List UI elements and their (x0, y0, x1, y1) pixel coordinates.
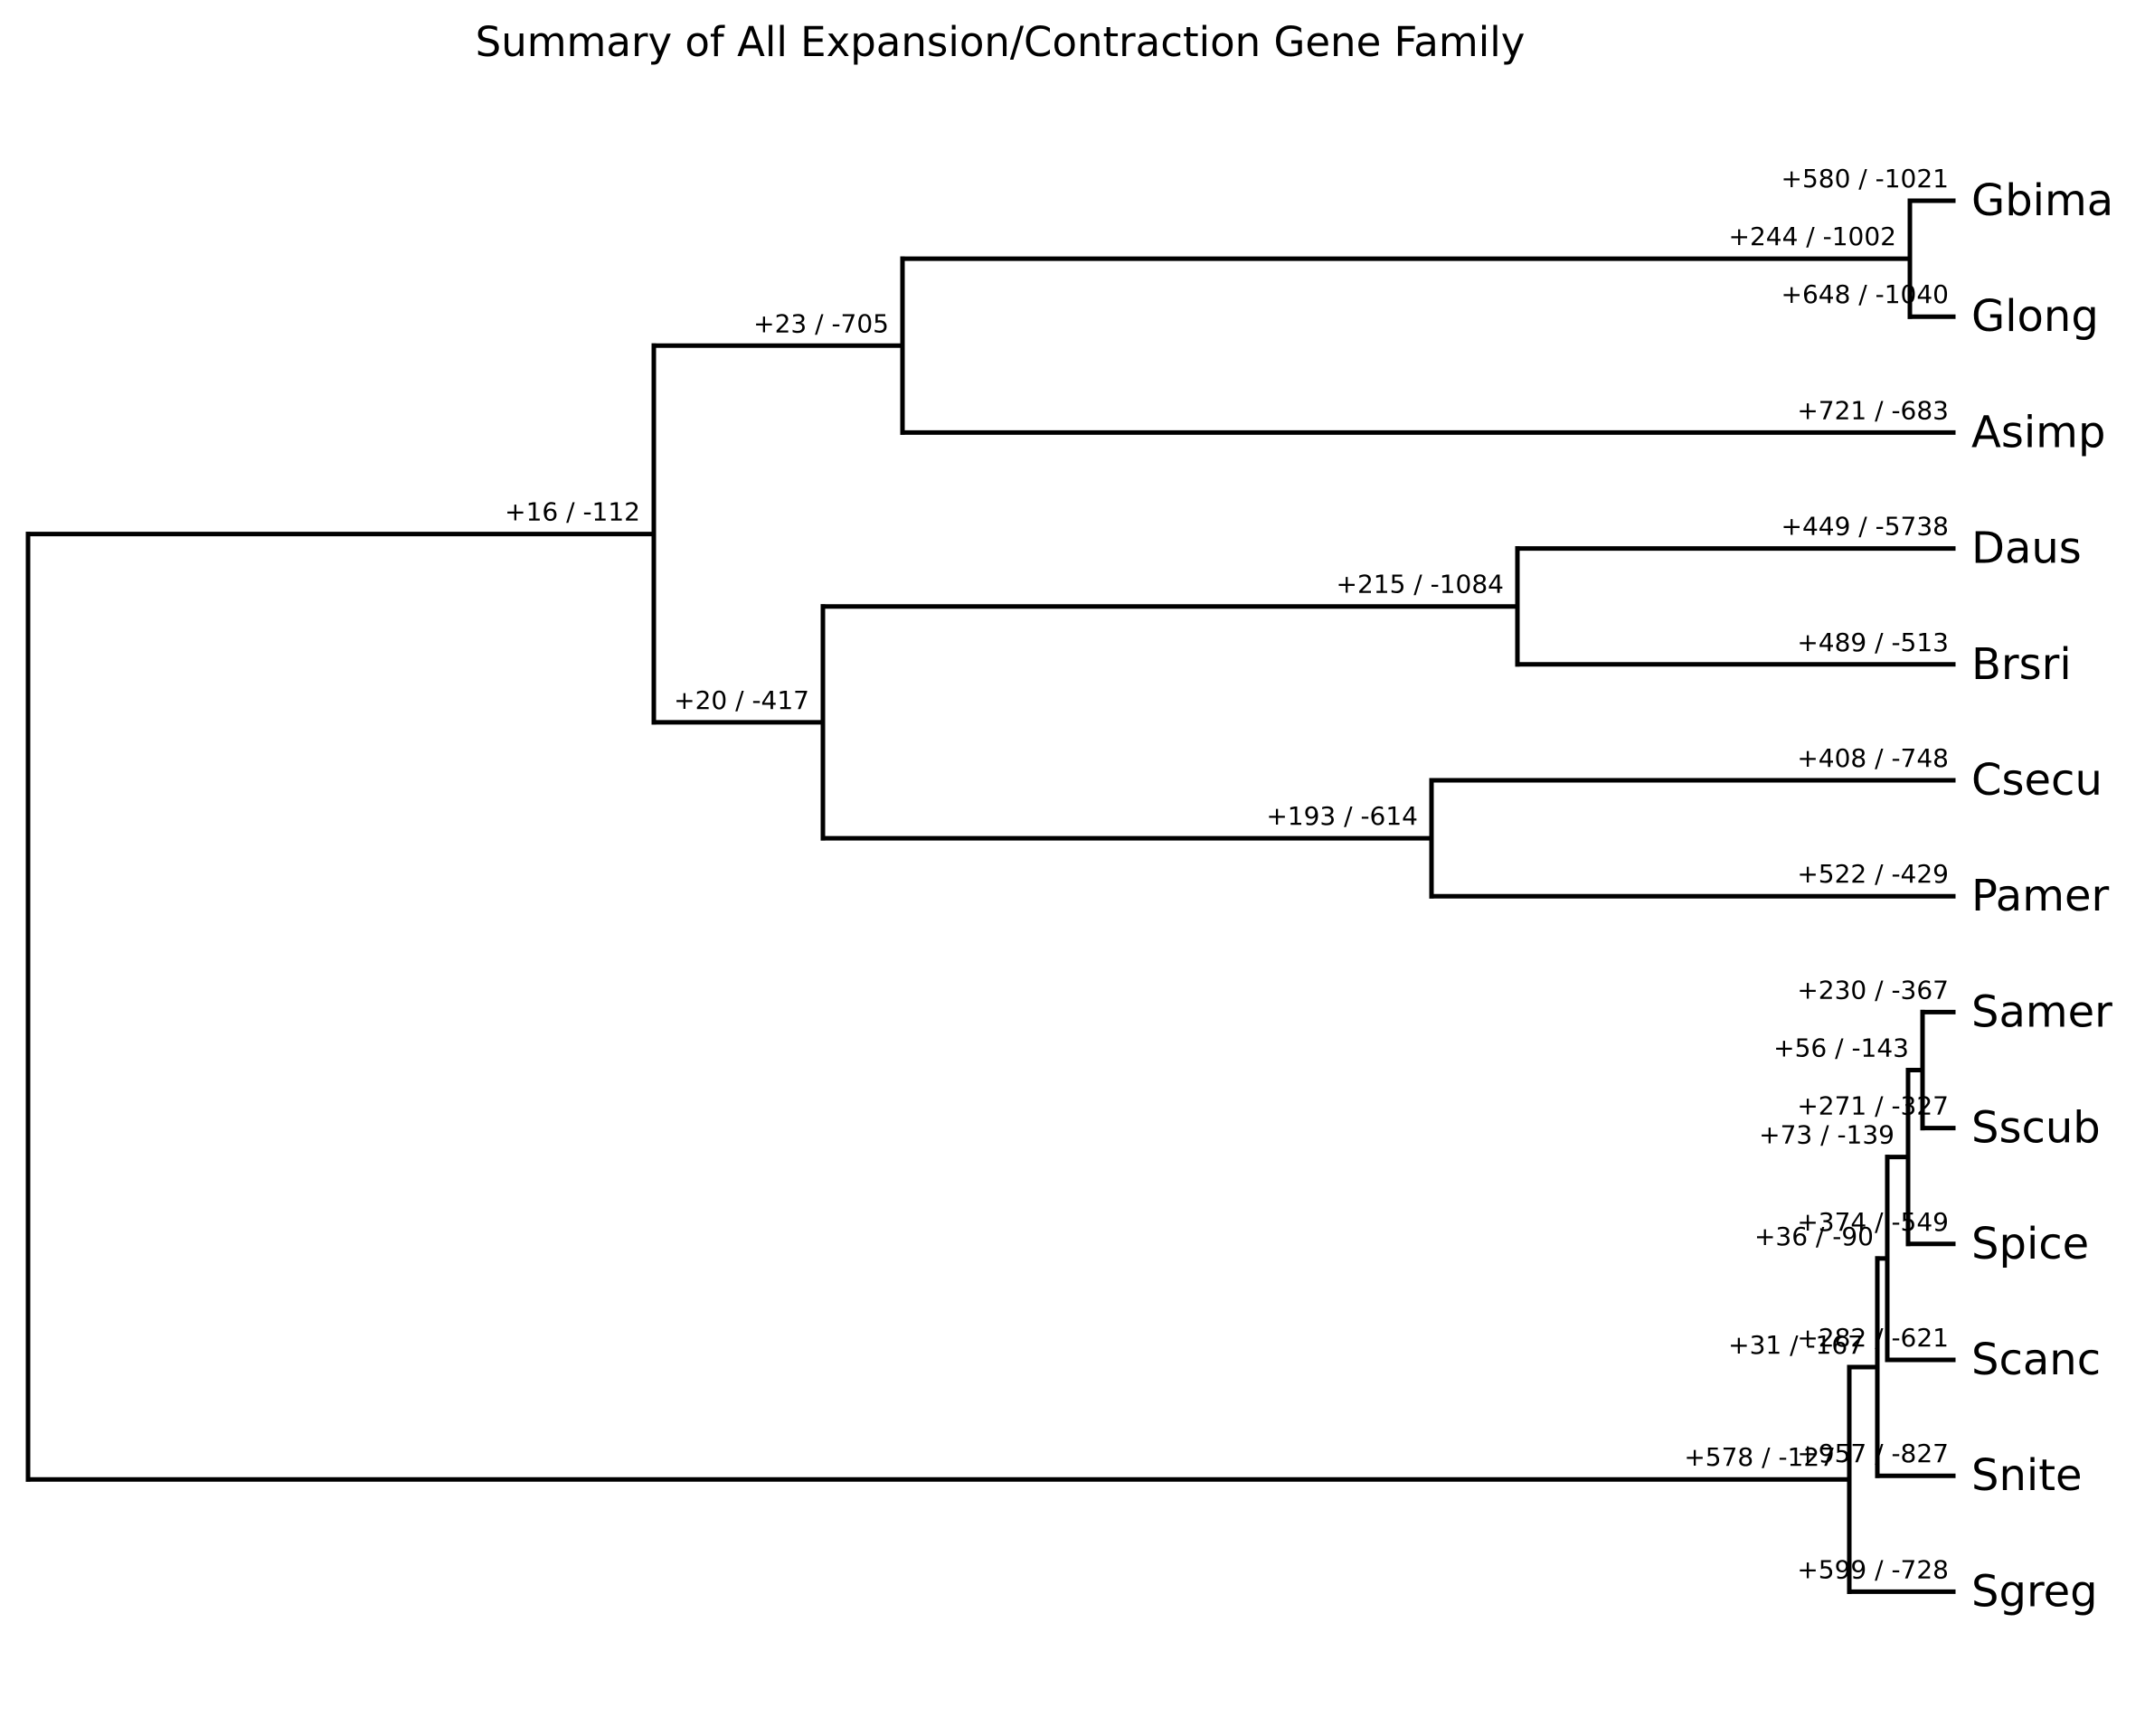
branch-label: +599 / -728 (1797, 1554, 1949, 1584)
branch-label: +73 / -139 (1759, 1120, 1895, 1150)
branch-label: +193 / -614 (1266, 801, 1418, 831)
tree-branch-lines (25, 198, 1956, 1594)
leaf-label-snite: Snite (1971, 1450, 2083, 1501)
branch-label: +648 / -1040 (1781, 279, 1950, 309)
branch-label: +374 / -549 (1797, 1207, 1949, 1237)
chart-title: Summary of All Expansion/Contraction Gen… (476, 18, 1526, 66)
branch-label: +230 / -367 (1797, 975, 1949, 1005)
branch-label: +271 / -327 (1797, 1091, 1949, 1121)
leaf-label-spice: Spice (1971, 1219, 2089, 1269)
branch-label: +282 / -621 (1797, 1323, 1949, 1353)
branch-label: +522 / -429 (1797, 859, 1949, 889)
branch-label: +721 / -683 (1797, 395, 1949, 425)
branch-label: +449 / -5738 (1781, 512, 1950, 542)
branch-label: +578 / -127 (1684, 1442, 1836, 1472)
branch-label: +20 / -417 (674, 685, 809, 715)
leaf-label-sscub: Sscub (1971, 1103, 2101, 1154)
leaf-label-csecu: Csecu (1971, 755, 2102, 806)
branch-label: +957 / -827 (1797, 1439, 1949, 1468)
leaf-label-samer: Samer (1971, 986, 2112, 1037)
leaf-label-brsri: Brsri (1971, 639, 2072, 690)
branch-label: +215 / -1084 (1337, 570, 1505, 599)
tree-branch-labels: +580 / -1021 Gbima +648 / -1040 Glong +244 /… (505, 164, 2113, 1617)
leaf-label-scanc: Scanc (1971, 1335, 2101, 1385)
leaf-label-gbima: Gbima (1971, 175, 2113, 226)
branch-label: +244 / -1002 (1729, 222, 1897, 251)
leaf-label-asimp: Asimp (1971, 407, 2105, 458)
branch-label: +56 / -143 (1773, 1033, 1909, 1063)
leaf-label-sgreg: Sgreg (1971, 1566, 2098, 1617)
branch-label: +408 / -748 (1797, 743, 1949, 773)
branch-label: +23 / -705 (753, 308, 889, 338)
leaf-label-glong: Glong (1971, 291, 2099, 342)
branch-label: +489 / -513 (1797, 627, 1949, 657)
branch-label: +580 / -1021 (1781, 164, 1950, 193)
leaf-label-pamer: Pamer (1971, 871, 2109, 921)
branch-label: +31 / -167 (1728, 1330, 1864, 1360)
leaf-label-daus: Daus (1971, 524, 2082, 574)
branch-label: +16 / -112 (505, 497, 640, 527)
branch-label: +36 / -90 (1754, 1222, 1874, 1251)
